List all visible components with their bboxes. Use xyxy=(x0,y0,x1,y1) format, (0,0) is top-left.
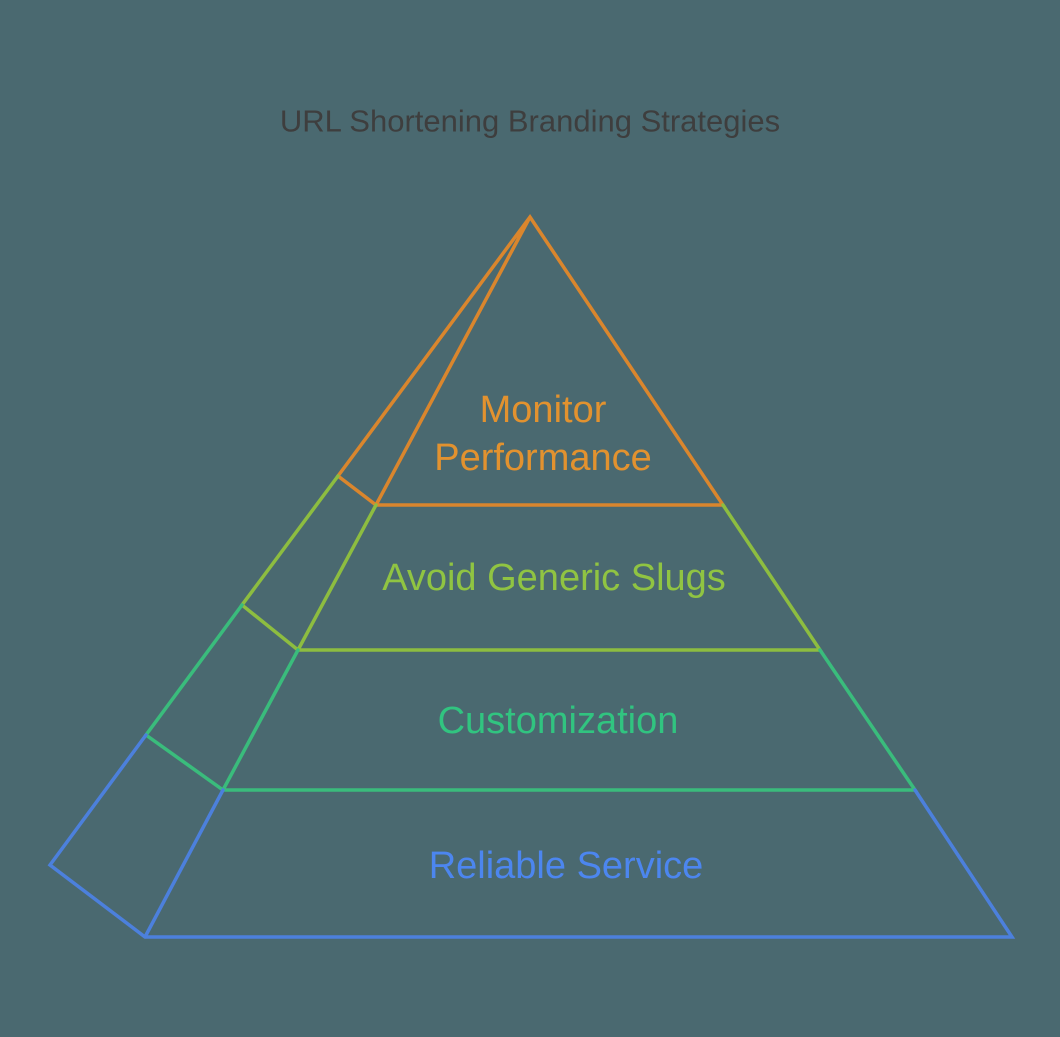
pyramid-level-1-label-line-2: Performance xyxy=(434,437,652,479)
pyramid-level-3-label: Customization xyxy=(438,700,679,742)
pyramid-level-4-label: Reliable Service xyxy=(429,845,704,887)
pyramid-level-4-outline xyxy=(47,733,1016,939)
diagram-title: URL Shortening Branding Strategies xyxy=(280,104,780,139)
pyramid-level-2-label: Avoid Generic Slugs xyxy=(382,557,726,599)
pyramid-level-1-label-line-1: Monitor xyxy=(480,389,607,431)
